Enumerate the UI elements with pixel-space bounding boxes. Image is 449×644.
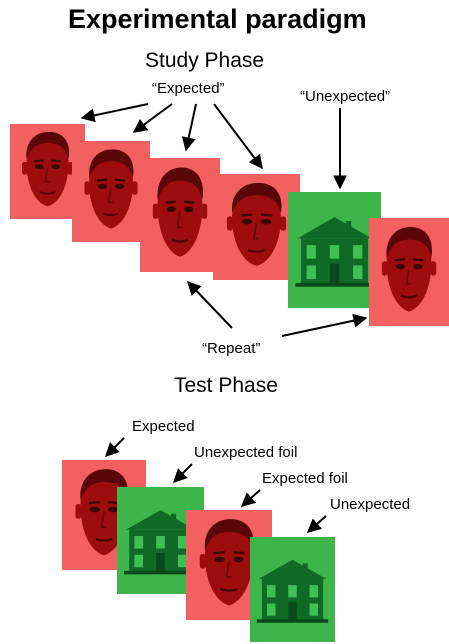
arrow-test-unexpected-foil xyxy=(173,463,193,483)
test-face-expected xyxy=(62,460,146,570)
arrow-test-unexpected xyxy=(306,515,327,533)
test-house-unexpected xyxy=(250,537,335,642)
test-expected-label: Expected xyxy=(132,418,195,435)
arrow-test-expected xyxy=(105,437,125,457)
face-image xyxy=(72,141,150,242)
study-repeat-label: “Repeat” xyxy=(202,340,261,357)
test-unexpected-label: Unexpected xyxy=(330,496,411,513)
diagram-title: Experimental paradigm xyxy=(68,4,367,34)
arrow-test-expected-foil xyxy=(240,489,261,507)
arrow-expected-to-face-3 xyxy=(181,103,197,152)
arrow-expected-to-face-2 xyxy=(132,103,173,133)
study-face-repeat xyxy=(369,218,449,326)
arrow-repeat-to-face-3 xyxy=(187,280,233,329)
face-image xyxy=(369,218,449,326)
study-face-3 xyxy=(140,158,220,272)
test-expected-foil-label: Expected foil xyxy=(262,470,348,487)
face-image xyxy=(62,460,146,570)
study-phase-heading: Study Phase xyxy=(145,49,265,72)
face-image xyxy=(213,174,300,280)
arrow-repeat-to-face-repeat xyxy=(281,313,368,337)
test-phase-heading: Test Phase xyxy=(174,374,278,397)
house-image xyxy=(250,537,335,642)
study-expected-label: “Expected” xyxy=(152,80,225,97)
study-face-4 xyxy=(213,174,300,280)
house-image xyxy=(288,192,381,308)
arrow-expected-to-face-4 xyxy=(213,103,263,170)
face-image xyxy=(140,158,220,272)
study-face-2 xyxy=(72,141,150,242)
test-unexpected-foil-label: Unexpected foil xyxy=(194,444,298,461)
study-unexpected-label: “Unexpected” xyxy=(300,88,391,105)
study-house xyxy=(288,192,381,308)
arrow-expected-to-face-1 xyxy=(80,103,149,123)
